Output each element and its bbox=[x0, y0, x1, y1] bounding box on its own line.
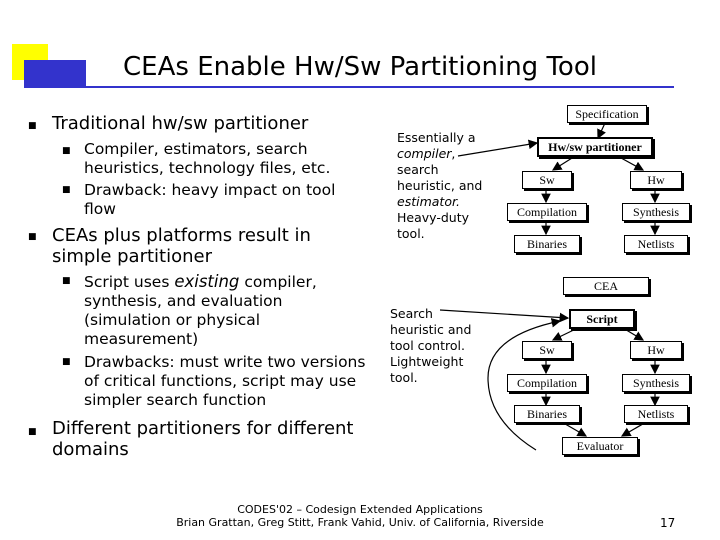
sw-box: Sw bbox=[522, 171, 572, 189]
hw-box: Hw bbox=[630, 171, 682, 189]
partitioner-box: Hw/sw partitioner bbox=[537, 137, 653, 157]
page-number: 17 bbox=[660, 516, 676, 530]
sw-box: Sw bbox=[522, 341, 572, 359]
synthesis-box: Synthesis bbox=[622, 374, 690, 392]
compilation-box: Compilation bbox=[507, 203, 587, 221]
note-lightweight: Search heuristic and tool control. Light… bbox=[390, 306, 472, 385]
hw-box: Hw bbox=[630, 341, 682, 359]
bullet-drawbacks-two-versions: Drawbacks: must write two versions of cr… bbox=[84, 353, 366, 409]
cea-box: CEA bbox=[563, 277, 649, 295]
bullet-compiler-estimators: Compiler, estimators, search heuristics,… bbox=[84, 140, 331, 177]
footer-line-2: Brian Grattan, Greg Stitt, Frank Vahid, … bbox=[176, 516, 544, 529]
bullet-different-partitioners: Different partitioners for different dom… bbox=[52, 418, 354, 460]
footer: CODES'02 – Codesign Extended Application… bbox=[0, 503, 720, 529]
bullet-marker: ■ bbox=[62, 185, 71, 195]
title-rule bbox=[24, 86, 674, 88]
bullet-marker: ■ bbox=[62, 357, 71, 367]
bullet-marker: ■ bbox=[62, 276, 71, 286]
synthesis-box: Synthesis bbox=[622, 203, 690, 221]
bullet-marker: ■ bbox=[28, 232, 37, 242]
netlists-box: Netlists bbox=[624, 235, 688, 253]
bullet-script-uses: Script uses existing compiler, synthesis… bbox=[84, 272, 317, 348]
title-decoration-blue bbox=[24, 60, 86, 86]
note-heavy-duty: Essentially a compiler, search heuristic… bbox=[397, 130, 483, 241]
bullet-ceas-platforms: CEAs plus platforms result in simple par… bbox=[52, 225, 311, 267]
bullet-marker: ■ bbox=[62, 146, 71, 156]
specification-box: Specification bbox=[567, 105, 647, 123]
slide-title: CEAs Enable Hw/Sw Partitioning Tool bbox=[123, 52, 597, 82]
netlists-box: Netlists bbox=[624, 405, 688, 423]
bullet-traditional: Traditional hw/sw partitioner bbox=[52, 113, 309, 134]
bullet-drawback-heavy: Drawback: heavy impact on tool flow bbox=[84, 181, 336, 218]
footer-line-1: CODES'02 – Codesign Extended Application… bbox=[237, 503, 483, 516]
compilation-box: Compilation bbox=[507, 374, 587, 392]
binaries-box: Binaries bbox=[514, 405, 580, 423]
binaries-box: Binaries bbox=[514, 235, 580, 253]
script-box: Script bbox=[569, 309, 635, 329]
bullet-marker: ■ bbox=[28, 121, 37, 131]
evaluator-box: Evaluator bbox=[562, 437, 638, 455]
bullet-marker: ■ bbox=[28, 427, 37, 437]
